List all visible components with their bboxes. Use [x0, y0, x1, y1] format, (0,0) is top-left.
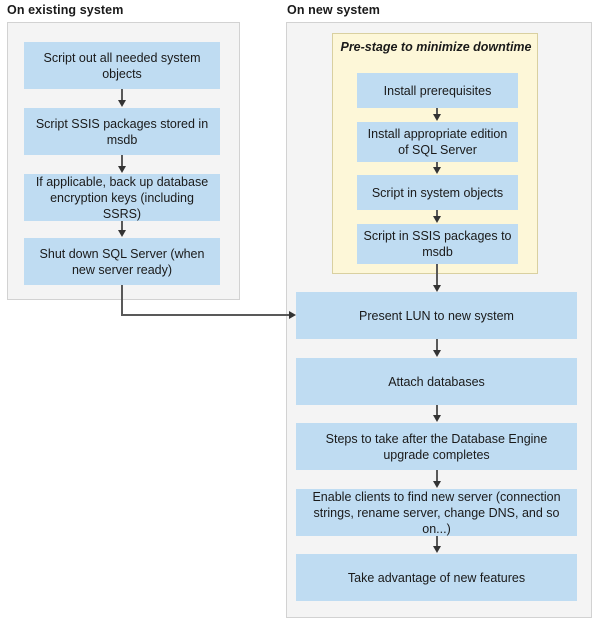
- node-prestage-step-4[interactable]: Script in SSIS packages to msdb: [357, 224, 518, 264]
- node-new-step-5[interactable]: Take advantage of new features: [296, 554, 577, 601]
- connector-cross-panel-vertical: [121, 285, 123, 316]
- arrowhead-new-2-3: [432, 415, 441, 422]
- connector-existing-1-2: [121, 89, 123, 101]
- node-existing-step-1[interactable]: Script out all needed system objects: [24, 42, 220, 89]
- arrowhead-new-4-5: [432, 546, 441, 553]
- node-prestage-step-1[interactable]: Install prerequisites: [357, 73, 518, 108]
- arrowhead-prestage-2-3: [432, 167, 441, 174]
- node-prestage-step-3[interactable]: Script in system objects: [357, 175, 518, 210]
- connector-new-2-3: [436, 405, 438, 416]
- prestage-group-title: Pre-stage to minimize downtime: [340, 40, 532, 54]
- connector-prestage-2-3: [436, 162, 438, 168]
- node-new-step-2[interactable]: Attach databases: [296, 358, 577, 405]
- node-prestage-step-2[interactable]: Install appropriate edition of SQL Serve…: [357, 122, 518, 162]
- arrowhead-new-1-2: [432, 350, 441, 357]
- arrowhead-cross-panel: [289, 310, 296, 319]
- connector-cross-panel-horizontal: [121, 314, 292, 316]
- arrowhead-existing-3-4: [117, 230, 126, 237]
- arrowhead-existing-1-2: [117, 100, 126, 107]
- panel-title-new-system: On new system: [287, 3, 380, 17]
- arrowhead-prestage-exit: [432, 285, 441, 292]
- node-existing-step-3[interactable]: If applicable, back up database encrypti…: [24, 174, 220, 221]
- connector-prestage-exit: [436, 264, 438, 286]
- connector-new-3-4: [436, 470, 438, 482]
- connector-new-4-5: [436, 536, 438, 547]
- node-new-step-1[interactable]: Present LUN to new system: [296, 292, 577, 339]
- arrowhead-existing-2-3: [117, 166, 126, 173]
- connector-existing-3-4: [121, 221, 123, 231]
- node-new-step-4[interactable]: Enable clients to find new server (conne…: [296, 489, 577, 536]
- connector-existing-2-3: [121, 155, 123, 167]
- node-new-step-3[interactable]: Steps to take after the Database Engine …: [296, 423, 577, 470]
- connector-prestage-1-2: [436, 108, 438, 115]
- connector-prestage-3-4: [436, 210, 438, 217]
- arrowhead-prestage-3-4: [432, 216, 441, 223]
- connector-new-1-2: [436, 339, 438, 351]
- panel-title-existing-system: On existing system: [7, 3, 124, 17]
- node-existing-step-2[interactable]: Script SSIS packages stored in msdb: [24, 108, 220, 155]
- node-existing-step-4[interactable]: Shut down SQL Server (when new server re…: [24, 238, 220, 285]
- arrowhead-new-3-4: [432, 481, 441, 488]
- arrowhead-prestage-1-2: [432, 114, 441, 121]
